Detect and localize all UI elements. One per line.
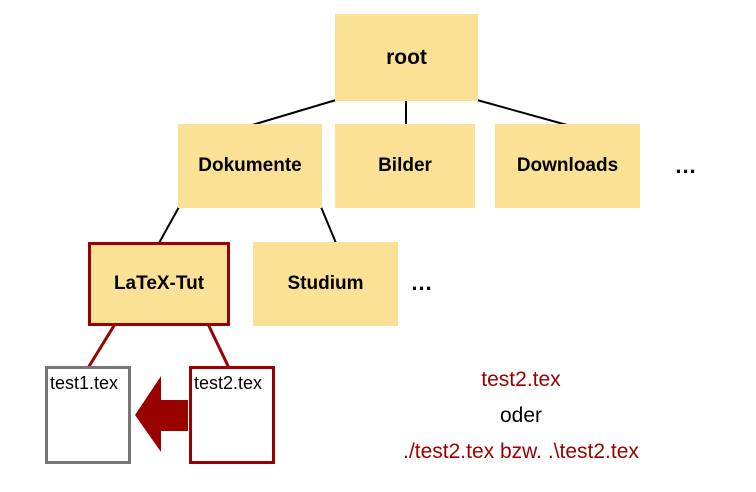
annotation-line1: test2.tex [481, 368, 561, 391]
node-bilder-label: Bilder [378, 155, 432, 176]
annotation-line2: oder [499, 404, 543, 427]
arrow-left-shape [135, 376, 188, 452]
edge-dokumente-studium [320, 206, 337, 244]
node-bilder: Bilder [335, 124, 475, 208]
ellipsis-level3: ... [411, 270, 433, 295]
node-latex-tut-label: LaTeX-Tut [113, 273, 205, 294]
node-studium-label: Studium [287, 273, 364, 294]
edge-dokumente-latex-tut [158, 206, 180, 244]
file-node-test2-highlighted: test2.tex [189, 366, 275, 464]
file-test2-label: test2.tex [194, 373, 263, 393]
node-root-label: root [386, 45, 427, 69]
node-downloads: Downloads [495, 124, 640, 208]
annotation-line3: ./test2.tex bzw. .\test2.tex [403, 440, 639, 463]
edge-latex-tut-test1 [86, 323, 117, 369]
ellipsis-level2: ... [675, 153, 697, 178]
edge-latex-tut-test2 [206, 323, 231, 369]
node-dokumente-label: Dokumente [198, 155, 302, 176]
path-annotation: test2.tex oder ./test2.tex bzw. .\test2.… [341, 362, 701, 470]
node-latex-tut-highlighted: LaTeX-Tut [88, 242, 230, 326]
node-downloads-label: Downloads [516, 155, 619, 176]
edge-root-downloads [476, 99, 568, 126]
file-node-test1: test1.tex [45, 366, 131, 464]
node-studium: Studium [253, 242, 398, 326]
edge-root-dokumente [251, 99, 337, 126]
file-test1-label: test1.tex [50, 373, 119, 393]
node-root: root [335, 14, 478, 101]
node-dokumente: Dokumente [178, 124, 322, 208]
